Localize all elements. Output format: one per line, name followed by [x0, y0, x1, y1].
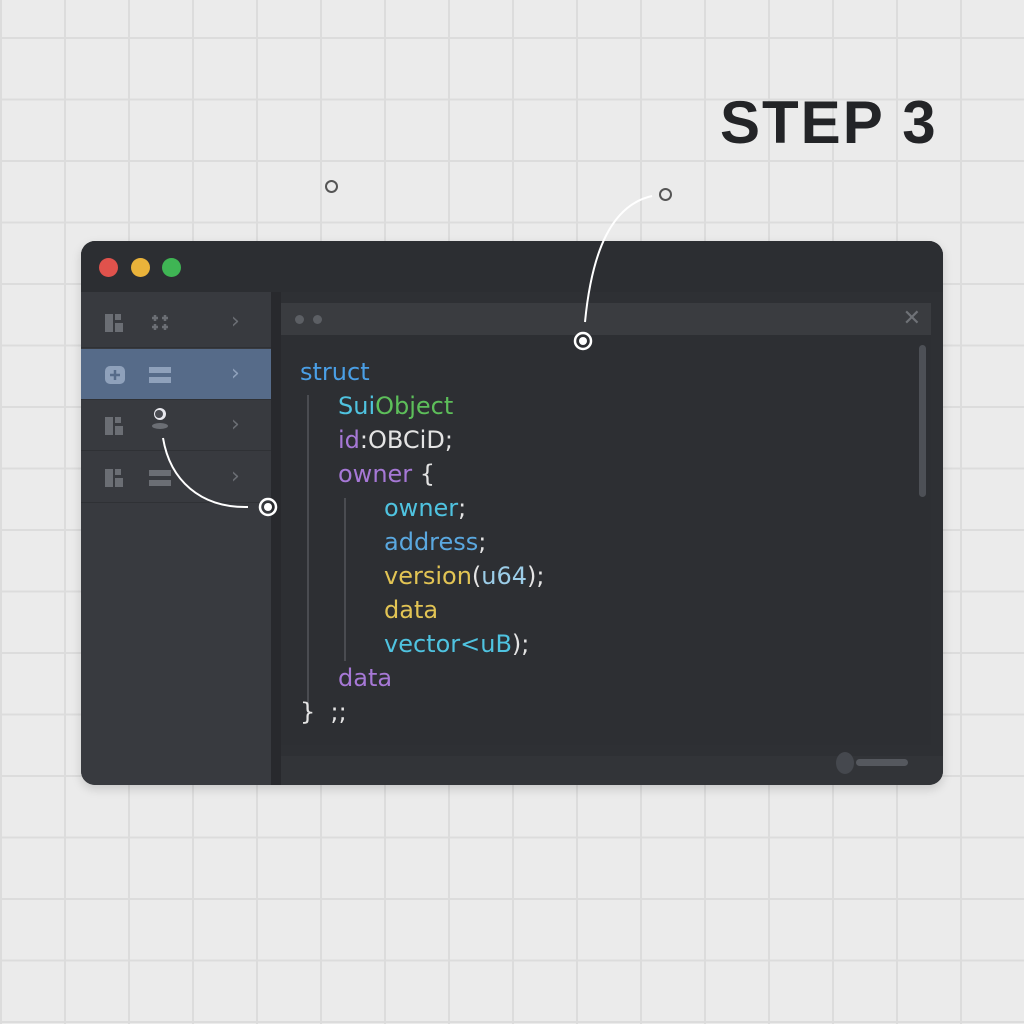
- code-token: id: [338, 426, 360, 454]
- status-bar: [281, 756, 943, 785]
- code-line: address;: [384, 525, 486, 559]
- equals-icon: [149, 470, 171, 486]
- user-icon: [152, 408, 168, 429]
- tab-dot: [313, 315, 322, 324]
- code-token: address: [384, 528, 479, 556]
- chevron-right-icon: ›: [231, 361, 240, 386]
- code-line: data: [384, 593, 438, 627]
- close-window-button[interactable]: [99, 258, 118, 277]
- minimize-window-button[interactable]: [131, 258, 150, 277]
- chevron-right-icon: ›: [231, 464, 240, 489]
- step-title: STEP 3: [720, 89, 938, 156]
- code-line: struct: [300, 355, 370, 389]
- vertical-scrollbar[interactable]: [919, 345, 926, 497]
- document-icon: [105, 469, 123, 487]
- code-line: id:OBCiD;: [338, 423, 453, 457]
- annotation-marker-ring: [325, 180, 338, 193]
- code-token: ;: [478, 528, 487, 556]
- code-line: version(u64);: [384, 559, 544, 593]
- code-token: } ;;: [300, 698, 347, 726]
- sidebar-item-2[interactable]: ›: [81, 349, 271, 400]
- indent-guide: [307, 395, 309, 713]
- code-token: vector<uB: [384, 630, 512, 658]
- document-icon: [105, 417, 123, 435]
- sidebar-divider: [271, 292, 281, 785]
- zoom-slider-handle[interactable]: [836, 752, 854, 774]
- close-icon[interactable]: ✕: [902, 306, 921, 331]
- code-token: owner: [384, 494, 459, 522]
- code-line: vector<uB);: [384, 627, 529, 661]
- code-token: );: [511, 630, 530, 658]
- add-icon: [105, 366, 125, 384]
- indent-guide: [344, 498, 346, 661]
- code-token: Object: [375, 392, 454, 420]
- title-bar: [81, 241, 943, 292]
- annotation-marker-ring: [659, 188, 672, 201]
- code-line: data: [338, 661, 392, 695]
- sidebar: › › › ›: [81, 292, 271, 785]
- code-token: struct: [300, 358, 370, 386]
- sidebar-item-4[interactable]: ›: [81, 452, 271, 503]
- code-line: owner {: [338, 457, 435, 491]
- code-token: (: [471, 562, 482, 590]
- tab-dot: [295, 315, 304, 324]
- editor-tab-bar: ✕: [281, 303, 931, 335]
- code-line: owner;: [384, 491, 466, 525]
- move-icon: [152, 315, 168, 330]
- chevron-right-icon: ›: [231, 412, 240, 437]
- sidebar-item-3[interactable]: ›: [81, 400, 271, 451]
- code-line: } ;;: [300, 695, 347, 729]
- code-line: SuiObject: [338, 389, 453, 423]
- sidebar-item-1[interactable]: ›: [81, 297, 271, 348]
- equals-icon: [149, 367, 171, 383]
- zoom-slider-track[interactable]: [856, 759, 908, 766]
- code-token: {: [412, 460, 436, 488]
- code-token: Sui: [338, 392, 376, 420]
- chevron-right-icon: ›: [231, 309, 240, 334]
- code-token: );: [527, 562, 545, 590]
- code-token: owner: [338, 460, 413, 488]
- code-token: data: [384, 596, 439, 624]
- code-token: ;: [458, 494, 467, 522]
- code-token: :OBCiD;: [359, 426, 453, 454]
- code-token: data: [338, 664, 393, 692]
- code-token: u64: [481, 562, 528, 590]
- maximize-window-button[interactable]: [162, 258, 181, 277]
- document-icon: [105, 314, 123, 332]
- code-token: version: [384, 562, 472, 590]
